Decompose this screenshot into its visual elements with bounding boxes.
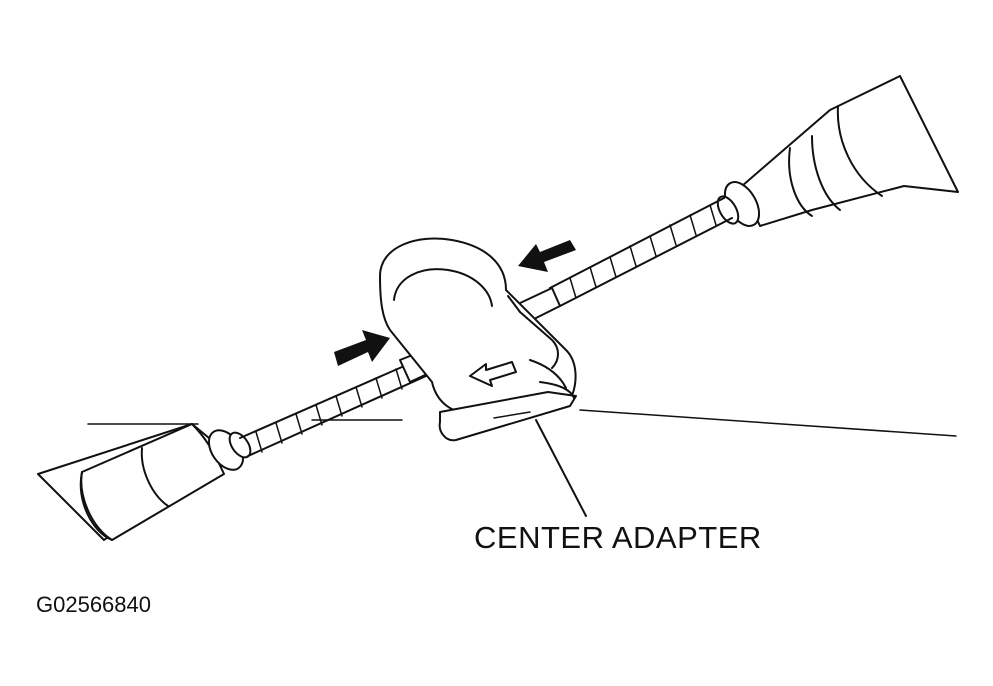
callout-leader-line	[535, 419, 587, 517]
center-adapter-clip-icon	[379, 237, 577, 442]
right-shaft-bands	[569, 204, 717, 299]
figure-id-label: G02566840	[36, 592, 151, 617]
push-arrows	[334, 240, 576, 366]
left-shaft-bands	[255, 368, 403, 453]
left-screwdriver-icon	[37, 347, 441, 541]
arrow-icon-right	[518, 240, 576, 272]
center-adapter-label: CENTER ADAPTER	[474, 520, 762, 555]
right-screwdriver-icon	[517, 75, 959, 323]
arrow-icon-left	[334, 330, 390, 366]
